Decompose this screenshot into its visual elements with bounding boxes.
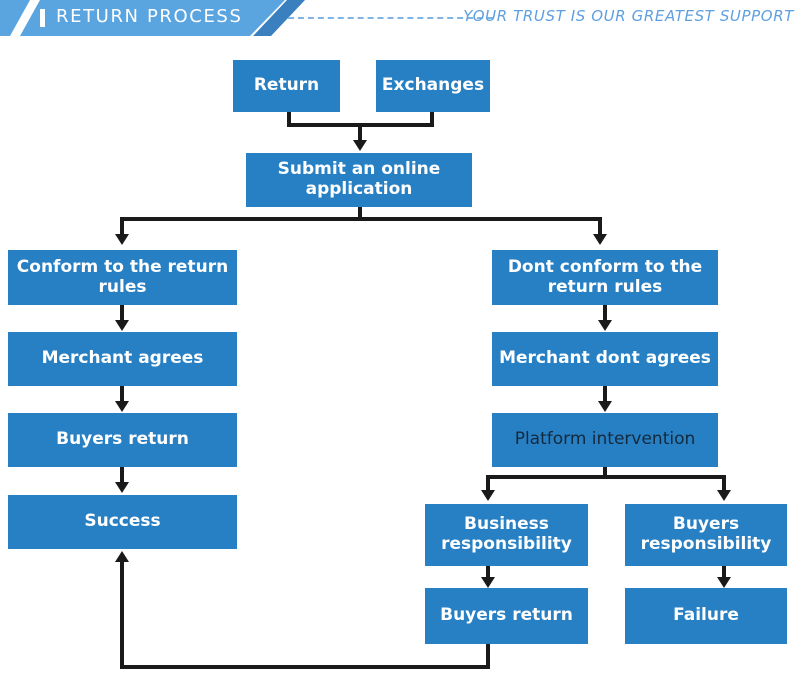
connector-platform-left-stem <box>486 475 490 493</box>
connector-conform-to-merchant <box>120 305 124 323</box>
connector-merge-stem <box>358 123 362 142</box>
node-dont-conform-rules[interactable]: Dont conform to the return rules <box>492 250 718 305</box>
arrow-to-submit <box>353 140 367 151</box>
connector-split-right-stem <box>598 217 602 236</box>
page-header: RETURN PROCESS YOUR TRUST IS OUR GREATES… <box>0 0 800 36</box>
arrow-to-buyers-responsibility <box>717 490 731 501</box>
node-buyers-return-left[interactable]: Buyers return <box>8 413 237 467</box>
connector-platform-right-stem <box>722 475 726 493</box>
page-title: RETURN PROCESS <box>56 6 243 27</box>
header-dashed-rule <box>288 17 493 19</box>
arrow-to-failure <box>717 577 731 588</box>
node-conform-rules[interactable]: Conform to the return rules <box>8 250 237 305</box>
arrow-to-conform <box>115 234 129 245</box>
node-buyers-responsibility[interactable]: Buyers responsibility <box>625 504 787 566</box>
arrow-to-success <box>115 482 129 493</box>
arrow-to-buyers-return-right <box>481 577 495 588</box>
header-tagline: YOUR TRUST IS OUR GREATEST SUPPORT <box>463 7 794 25</box>
connector-platform-down <box>603 467 607 478</box>
node-buyers-return-right[interactable]: Buyers return <box>425 588 588 644</box>
node-merchant-agrees[interactable]: Merchant agrees <box>8 332 237 386</box>
connector-split-left-stem <box>120 217 124 236</box>
connector-buyersresp-to-failure <box>722 566 726 580</box>
arrow-feedback-to-success <box>115 551 129 562</box>
connector-platform-split <box>486 475 726 479</box>
feedback-loop-up <box>120 562 124 669</box>
connector-merchantdont-to-platform <box>603 386 607 404</box>
arrow-to-dont-conform <box>593 234 607 245</box>
arrow-to-merchant-dont-agrees <box>598 320 612 331</box>
node-exchanges[interactable]: Exchanges <box>376 60 490 112</box>
node-platform-intervention[interactable]: Platform intervention <box>492 413 718 467</box>
node-merchant-dont-agrees[interactable]: Merchant dont agrees <box>492 332 718 386</box>
connector-business-to-buyersreturn <box>486 566 490 580</box>
connector-dontconform-to-merchantdont <box>603 305 607 323</box>
connector-submit-down <box>358 207 362 220</box>
connector-merchant-to-buyers <box>120 386 124 404</box>
header-banner-shape <box>0 0 285 36</box>
arrow-to-business-responsibility <box>481 490 495 501</box>
node-success[interactable]: Success <box>8 495 237 549</box>
connector-exchanges-down <box>430 112 434 126</box>
connector-return-down <box>287 112 291 126</box>
feedback-loop-down <box>486 644 490 669</box>
arrow-to-merchant-agrees <box>115 320 129 331</box>
node-failure[interactable]: Failure <box>625 588 787 644</box>
node-business-responsibility[interactable]: Business responsibility <box>425 504 588 566</box>
feedback-loop-horizontal <box>120 665 490 669</box>
node-submit-application[interactable]: Submit an online application <box>246 153 472 207</box>
arrow-to-buyers-return-left <box>115 401 129 412</box>
arrow-to-platform <box>598 401 612 412</box>
connector-split-horizontal <box>120 217 602 221</box>
header-bullet-icon <box>40 9 45 27</box>
connector-buyers-to-success <box>120 467 124 485</box>
node-return[interactable]: Return <box>233 60 340 112</box>
